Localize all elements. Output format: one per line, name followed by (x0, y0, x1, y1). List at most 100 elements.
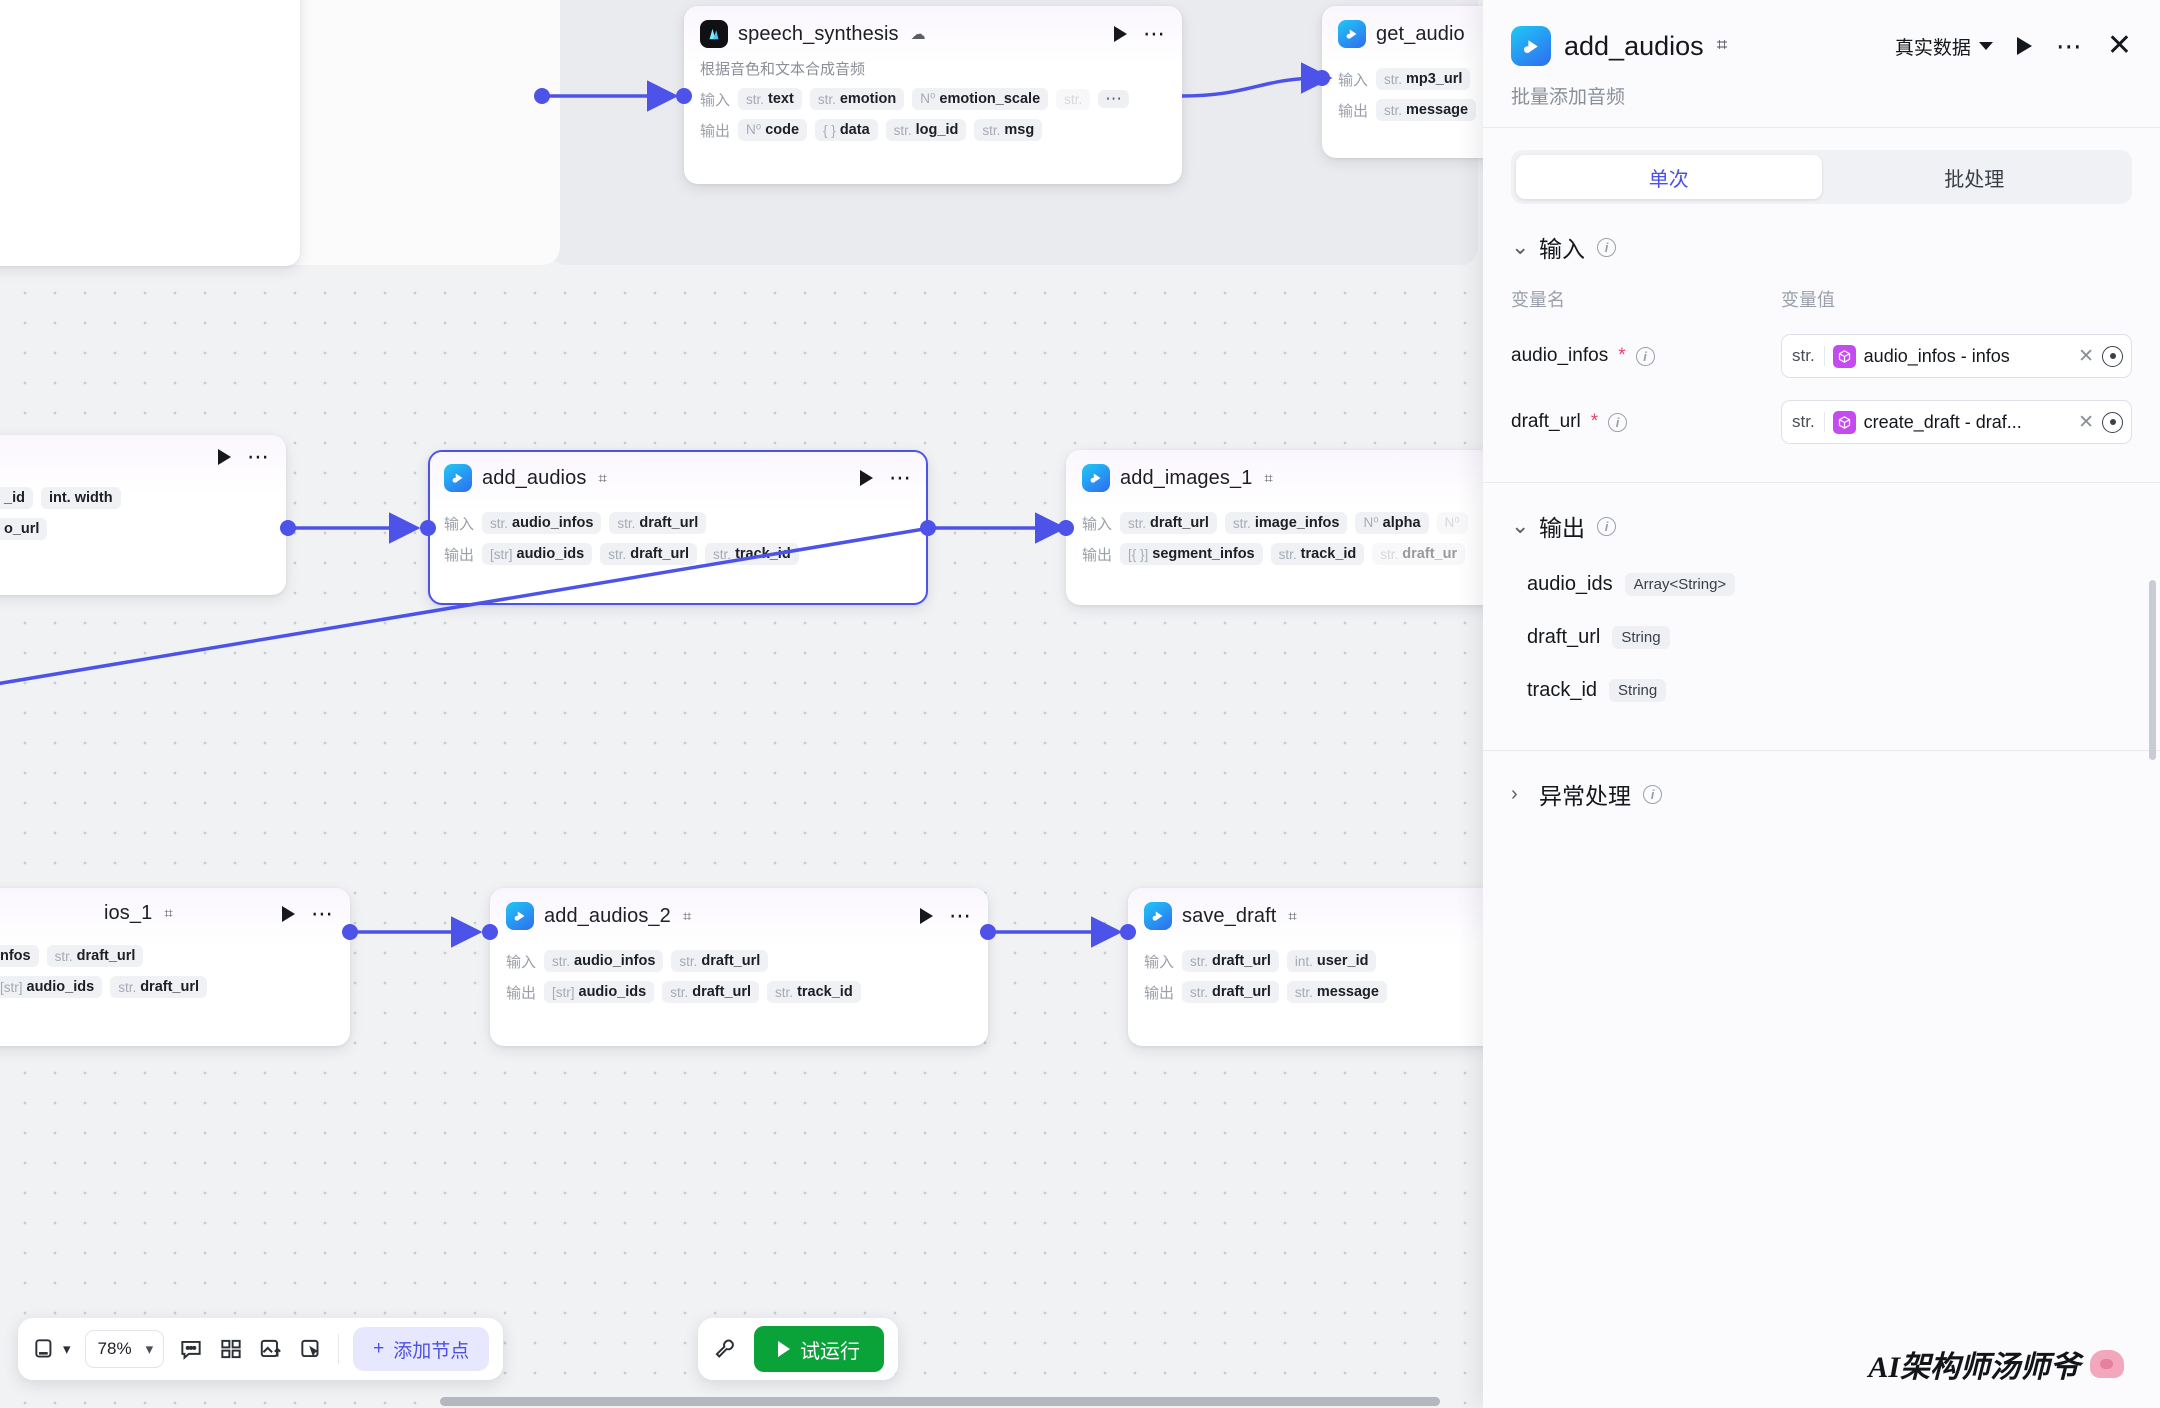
edge-port[interactable] (1120, 924, 1136, 940)
comment-icon[interactable] (178, 1336, 204, 1362)
node-add-images-1[interactable]: add_images_1 ⌗ 输入 str.draft_url str.imag… (1066, 450, 1483, 605)
node-inputs-row: 输入 str.draft_url int.user_id (1144, 950, 1480, 972)
run-workflow-button[interactable]: 试运行 (754, 1326, 884, 1372)
input-variable-row: draft_url* i str. create_draft - draf...… (1511, 400, 2132, 444)
edge-port[interactable] (420, 520, 436, 536)
clear-value-icon[interactable]: ✕ (2078, 345, 2094, 367)
edge-port[interactable] (534, 88, 550, 104)
chip-type: str. (679, 953, 698, 969)
data-source-dropdown[interactable]: 真实数据 (1895, 33, 1993, 60)
chip-type: str. (118, 979, 137, 995)
chip-name: log_id (915, 122, 959, 138)
node-more-icon[interactable]: ⋯ (247, 444, 270, 469)
edge-port[interactable] (980, 924, 996, 940)
chip-name: audio_infos (512, 515, 594, 531)
close-icon[interactable]: ✕ (2106, 29, 2132, 62)
info-icon[interactable]: i (1635, 346, 1655, 366)
node-left-clipped-top[interactable]: ⋯ (0, 0, 300, 266)
output-section-header[interactable]: ⌄ 输出 i (1511, 509, 2132, 543)
value-mode-icon[interactable] (2102, 345, 2123, 367)
edge-port[interactable] (1058, 520, 1074, 536)
node-more-icon[interactable]: ⋯ (311, 900, 334, 926)
variable-value-field[interactable]: str. audio_infos - infos ✕ (1781, 334, 2132, 378)
node-add-audios[interactable]: add_audios ⌗ ⋯ 输入 str.audio_infos str.dr… (428, 450, 928, 605)
io-chip: str.draft_url (671, 950, 769, 972)
chip-name: int. width (48, 490, 113, 506)
add-audios-2-icon (506, 902, 534, 930)
watermark-text: AI架构师汤师爷 (1868, 1351, 2080, 1384)
workflow-canvas[interactable]: speech_synthesis ☁ ⋯ 根据音色和文本合成音频 输入 str.… (0, 0, 1483, 1408)
io-chip: str.track_id (1270, 543, 1365, 565)
panel-more-icon[interactable]: ⋯ (2055, 31, 2083, 61)
edge-port[interactable] (342, 924, 358, 940)
edge-port[interactable] (920, 520, 936, 536)
edge-port[interactable] (482, 924, 498, 940)
info-icon[interactable]: i (1597, 516, 1616, 536)
zoom-selector[interactable]: 78% ▾ (84, 1330, 165, 1368)
io-chip: o_url (0, 518, 48, 540)
run-toolbar[interactable]: 试运行 (698, 1318, 898, 1380)
chevron-right-icon[interactable]: › (1511, 783, 1518, 805)
inputs-label: 输入 (444, 515, 475, 533)
node-get-audio[interactable]: get_audio 输入 str.mp3_url 输出 str.message (1322, 6, 1483, 158)
viewport-mode-icon[interactable]: ▾ (32, 1336, 71, 1362)
chip-name: nfos (0, 948, 31, 964)
add-images-icon (1082, 464, 1110, 492)
wrench-icon[interactable] (712, 1336, 738, 1362)
canvas-toolbar[interactable]: ▾ 78% ▾ + (18, 1318, 504, 1380)
exception-section: › 异常处理 i (1483, 751, 2160, 815)
horizontal-scrollbar[interactable] (0, 1396, 1483, 1408)
info-icon[interactable]: i (1608, 412, 1628, 432)
reference-cube-icon (1832, 410, 1856, 434)
chevron-down-icon[interactable]: ⌄ (1511, 513, 1530, 538)
chip-name: msg (1004, 122, 1035, 138)
panel-tabs[interactable]: 单次 批处理 (1511, 150, 2132, 204)
exception-section-header[interactable]: › 异常处理 i (1511, 777, 2132, 811)
io-chip: str.mp3_url (1376, 68, 1471, 90)
tab-batch[interactable]: 批处理 (1944, 168, 2005, 191)
node-more-icon[interactable]: ⋯ (949, 903, 972, 928)
run-node-icon[interactable] (1114, 26, 1127, 42)
edge-port[interactable] (1314, 70, 1330, 86)
io-chip: str.message (1286, 981, 1387, 1003)
image-upload-icon[interactable] (258, 1336, 284, 1362)
panel-scrollbar[interactable] (2149, 580, 2156, 760)
node-detail-panel[interactable]: add_audios ⌗ 真实数据 ⋯ ✕ 批量添加音频 单次 批处理 ⌄ 输入… (1483, 0, 2160, 1408)
node-more-icon[interactable]: ⋯ (889, 465, 912, 490)
node-add-audios-1[interactable]: ios_1 ⌗ ⋯ nfos str.draft_url [str]audio_… (0, 888, 350, 1046)
node-more-icon[interactable]: ⋯ (1143, 21, 1166, 46)
io-chip-overflow: N⁰ (1436, 512, 1468, 534)
input-section-header[interactable]: ⌄ 输入 i (1511, 230, 2132, 264)
chip-type: [str] (552, 984, 575, 1000)
chip-type: str. (817, 91, 836, 107)
node-add-audios-2[interactable]: add_audios_2 ⌗ ⋯ 输入 str.audio_infos str.… (490, 888, 988, 1046)
node-header: speech_synthesis ☁ ⋯ (700, 20, 1166, 48)
outputs-label: 输出 (1082, 546, 1113, 564)
clear-value-icon[interactable]: ✕ (2078, 411, 2094, 433)
tab-single[interactable]: 单次 (1516, 155, 1822, 199)
add-node-button[interactable]: + 添加节点 (353, 1327, 490, 1371)
node-header: get_audio (1338, 20, 1483, 48)
value-mode-icon[interactable] (2102, 411, 2123, 433)
edge-port[interactable] (280, 520, 296, 536)
select-region-icon[interactable] (298, 1336, 324, 1362)
run-node-icon[interactable] (282, 905, 295, 922)
info-icon[interactable]: i (1597, 237, 1616, 257)
chip-type: str. (1384, 102, 1403, 118)
variable-value-field[interactable]: str. create_draft - draf... ✕ (1781, 400, 2132, 444)
layout-grid-icon[interactable] (218, 1336, 244, 1362)
edge-port[interactable] (676, 88, 692, 104)
io-chip: [str]audio_ids (482, 543, 593, 565)
scrollbar-thumb[interactable] (440, 1397, 1440, 1406)
panel-run-icon[interactable] (2016, 37, 2032, 55)
chevron-down-icon[interactable]: ⌄ (1511, 234, 1530, 259)
run-node-icon[interactable] (920, 908, 933, 924)
node-badge-icon: ⌗ (164, 905, 173, 922)
run-node-icon[interactable] (218, 449, 231, 465)
node-save-draft[interactable]: save_draft ⌗ 输入 str.draft_url int.user_i… (1128, 888, 1483, 1046)
run-node-icon[interactable] (860, 470, 873, 486)
info-icon[interactable]: i (1643, 784, 1662, 804)
node-left-clipped-mid[interactable]: ⋯ _id int. width o_url (0, 435, 286, 595)
io-overflow-icon[interactable]: ⋯ (1098, 90, 1130, 108)
node-speech-synthesis[interactable]: speech_synthesis ☁ ⋯ 根据音色和文本合成音频 输入 str.… (684, 6, 1182, 184)
